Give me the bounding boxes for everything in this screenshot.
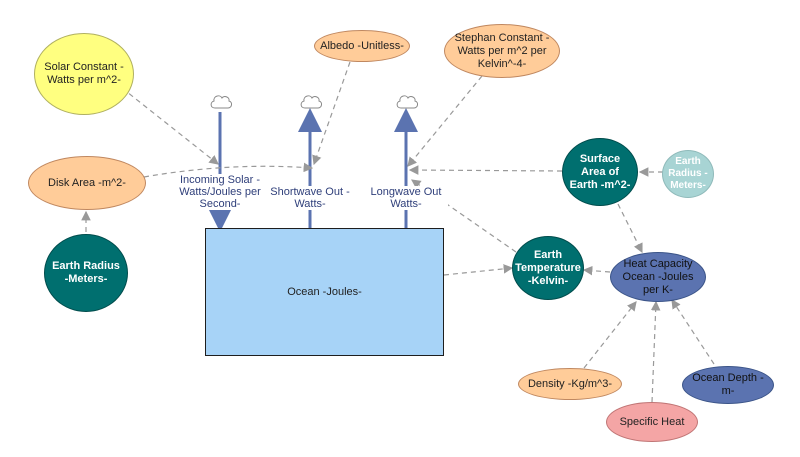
incoming-solar-label[interactable]: Incoming Solar -Watts/Joules per Second- xyxy=(172,174,268,210)
link-disk-area-to-incoming xyxy=(143,162,314,178)
density-label: Density -Kg/m^3- xyxy=(527,377,612,390)
flow-pipes xyxy=(208,108,418,232)
cloud-icon xyxy=(396,95,418,109)
link-albedo-to-shortwave xyxy=(312,61,351,166)
specific-heat-label: Specific Heat xyxy=(619,415,685,428)
specific-heat-node[interactable]: Specific Heat xyxy=(606,402,698,442)
heat-capacity-label: Heat Capacity Ocean -Joules per K- xyxy=(622,257,694,296)
density-node[interactable]: Density -Kg/m^3- xyxy=(518,368,622,400)
shortwave-out-label[interactable]: Shortwave Out -Watts- xyxy=(268,186,352,210)
heat-capacity-node[interactable]: Heat Capacity Ocean -Joules per K- xyxy=(610,252,706,302)
link-density-to-heat-capacity xyxy=(583,301,637,369)
link-stephan-to-longwave xyxy=(407,75,483,167)
earth-temperature-node[interactable]: Earth Temperature -Kelvin- xyxy=(512,236,584,300)
link-temperature-to-longwave xyxy=(411,179,517,253)
disk-area-node[interactable]: Disk Area -m^2- xyxy=(28,156,146,210)
albedo-label: Albedo -Unitless- xyxy=(320,39,404,52)
earth-radius-ghost-label: Earth Radius -Meters- xyxy=(668,156,708,191)
stephan-constant-node[interactable]: Stephan Constant -Watts per m^2 per Kelv… xyxy=(444,24,560,78)
earth-radius-ghost-node[interactable]: Earth Radius -Meters- xyxy=(662,150,714,198)
disk-area-label: Disk Area -m^2- xyxy=(48,176,126,189)
dependency-links xyxy=(81,61,715,403)
ocean-stock-label: Ocean -Joules- xyxy=(287,286,362,298)
ocean-stock[interactable]: Ocean -Joules- xyxy=(205,228,444,356)
earth-radius-label: Earth Radius -Meters- xyxy=(52,260,120,285)
ocean-depth-label: Ocean Depth -m- xyxy=(692,372,764,397)
cloud-icon xyxy=(300,95,322,109)
albedo-node[interactable]: Albedo -Unitless- xyxy=(314,30,410,62)
earth-temperature-label: Earth Temperature -Kelvin- xyxy=(515,248,581,287)
ocean-depth-node[interactable]: Ocean Depth -m- xyxy=(682,366,774,404)
solar-constant-label: Solar Constant -Watts per m^2- xyxy=(44,61,124,86)
link-ocean-depth-to-heat-capacity xyxy=(671,298,715,365)
link-surface-area-to-longwave xyxy=(408,165,563,175)
surface-area-node[interactable]: Surface Area of Earth -m^2- xyxy=(562,138,638,206)
link-heat-capacity-to-temperature xyxy=(582,265,611,276)
cloud-icon xyxy=(210,95,232,109)
surface-area-label: Surface Area of Earth -m^2- xyxy=(569,152,631,191)
link-specific-heat-to-heat-capacity xyxy=(650,300,661,403)
stephan-constant-label: Stephan Constant -Watts per m^2 per Kelv… xyxy=(454,31,550,70)
link-solar-constant-to-incoming xyxy=(121,87,219,165)
longwave-out-label[interactable]: Longwave Out Watts- xyxy=(364,186,448,210)
earth-radius-node[interactable]: Earth Radius -Meters- xyxy=(44,234,128,312)
link-surface-area-to-heat-capacity xyxy=(617,203,643,254)
link-ocean-to-temperature xyxy=(443,264,514,276)
solar-constant-node[interactable]: Solar Constant -Watts per m^2- xyxy=(34,33,134,115)
